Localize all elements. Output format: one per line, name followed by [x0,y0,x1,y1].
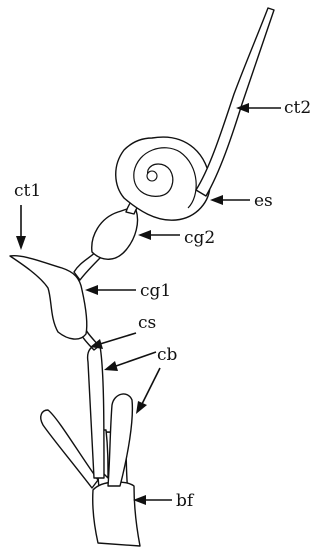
arrow-cb-lower [142,368,160,404]
label-group-cg1: cg1 [85,281,171,301]
side-branch-left [41,410,98,488]
gland-cg1 [10,256,87,339]
label-group-ct2: ct2 [236,98,311,118]
label-group-cg2: cg2 [138,228,215,248]
label-cg1: cg1 [140,281,171,301]
arrow-cb-upper [116,352,156,366]
basal-funnel [93,482,140,546]
label-cg2: cg2 [184,228,215,248]
label-es: es [254,191,273,211]
arrow-cs [100,333,136,344]
label-group-bf: bf [133,491,195,511]
tail-ct2 [196,8,274,196]
label-cs: cs [138,313,156,333]
label-bf: bf [176,491,195,511]
label-group-es: es [210,191,273,211]
label-ct2: ct2 [284,98,311,118]
label-group-cs: cs [90,313,156,349]
label-group-ct1: ct1 [14,181,41,250]
club-body-middle [88,346,104,478]
label-ct1: ct1 [14,181,41,201]
club-body-right [108,394,132,486]
gland-cg2 [92,208,138,259]
label-cb: cb [157,345,178,365]
